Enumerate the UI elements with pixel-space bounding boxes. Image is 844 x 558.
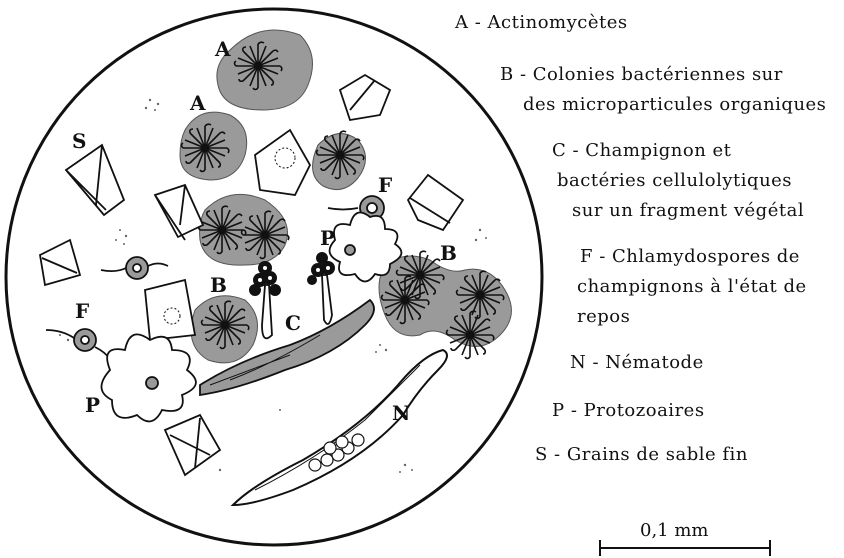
label-f-2: F xyxy=(75,299,89,323)
legend-s: S - Grains de sable fin xyxy=(535,444,748,465)
legend-f-cont-1: champignons à l'état de xyxy=(577,276,807,297)
scale-bar-label: 0,1 mm xyxy=(640,520,708,541)
legend-b-cont: des microparticules organiques xyxy=(523,94,826,115)
label-c: C xyxy=(285,311,301,335)
legend-c: C - Champignon et xyxy=(552,140,731,161)
scale-bar xyxy=(600,540,770,556)
legend-c-cont-2: sur un fragment végétal xyxy=(572,200,804,221)
legend-n: N - Nématode xyxy=(570,352,704,373)
label-a-2: A xyxy=(189,91,206,115)
label-s: S xyxy=(72,129,86,153)
label-f-1: F xyxy=(378,173,392,197)
legend-p: P - Protozoaires xyxy=(552,400,705,421)
label-b-1: B xyxy=(440,241,457,265)
legend-b: B - Colonies bactériennes sur xyxy=(500,64,783,85)
legend-f-cont-2: repos xyxy=(577,306,630,327)
legend-a: A - Actinomycètes xyxy=(455,12,628,33)
label-b-2: B xyxy=(210,273,227,297)
label-n: N xyxy=(392,401,410,425)
label-p-1: P xyxy=(320,226,335,250)
label-a-1: A xyxy=(214,37,231,61)
legend-f: F - Chlamydospores de xyxy=(580,246,800,267)
legend-c-cont-1: bactéries cellulolytiques xyxy=(557,170,792,191)
label-p-2: P xyxy=(85,393,100,417)
